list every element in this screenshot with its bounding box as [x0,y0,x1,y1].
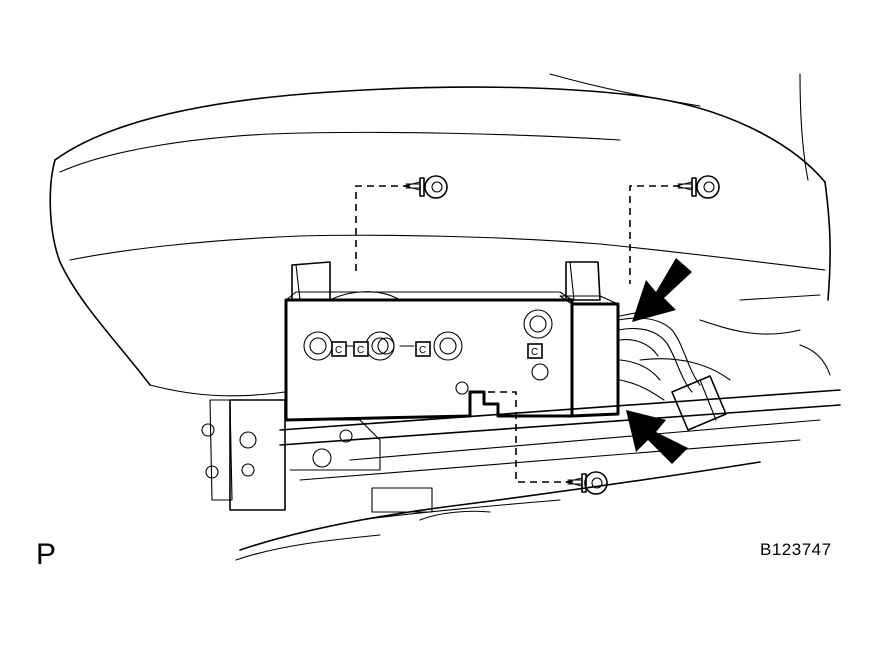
clip-icon: C [527,343,543,359]
bolt-icon [403,175,448,199]
connector-4 [523,309,553,339]
harness-connector [671,375,727,431]
connector-3 [433,331,463,361]
clip-label: C [531,347,538,358]
figure-id: B123747 [760,540,832,559]
connector-1 [303,331,333,361]
bolt-icon [675,175,720,199]
clip-icon: C [331,341,347,357]
clip-icon: C [415,341,431,357]
seat-frame [201,294,841,561]
bolt-icon [565,471,608,495]
seat-ecu-unit [284,291,620,422]
clip-markers: C C C C [331,341,543,359]
clip-label: C [357,345,364,356]
arrow-icon [626,410,688,464]
view-label: P [36,538,57,571]
ecu-bracket [291,261,601,301]
clip-label: C [335,345,342,356]
arrow-icon [632,258,692,322]
clip-icon: C [353,341,369,357]
connector-2 [365,331,395,361]
assembly-guide-lines [355,185,680,483]
clip-label: C [419,345,426,356]
mount-hole [531,363,549,381]
seat-cushion [49,73,831,397]
